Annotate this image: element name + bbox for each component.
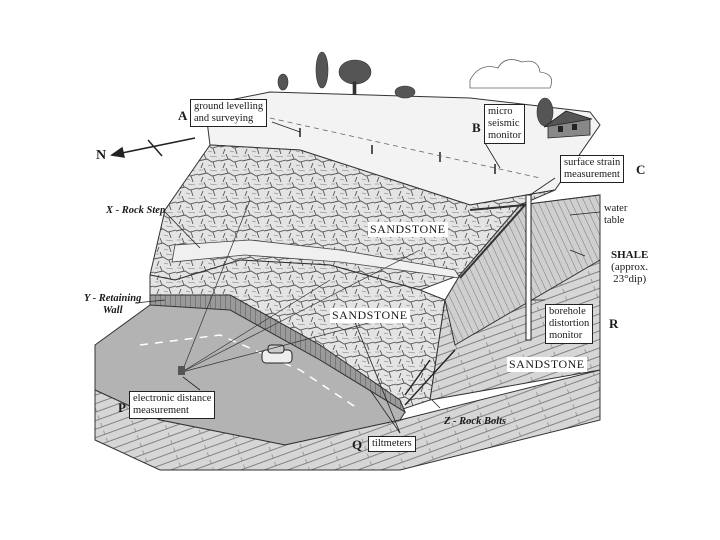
car-icon — [261, 344, 293, 364]
label-p: P — [118, 400, 126, 415]
micro-seismic-box: micro seismic monitor — [484, 104, 526, 144]
sandstone-lower-label: SANDSTONE — [507, 357, 587, 372]
sandstone-middle-label: SANDSTONE — [330, 308, 410, 323]
water-table-line2: table — [604, 215, 625, 226]
label-r: R — [609, 316, 619, 331]
borehole-box: borehole distortion monitor — [545, 304, 594, 344]
house-icon — [543, 110, 593, 139]
north-arrow-icon — [110, 137, 196, 158]
ground-levelling-box: ground levelling and surveying — [190, 99, 268, 127]
shale-dip-line2: 23°dip) — [613, 273, 647, 285]
water-table-line1: water — [604, 203, 628, 214]
label-q: Q — [352, 437, 363, 452]
sandstone-upper-label: SANDSTONE — [368, 222, 448, 237]
tiltmeters-box: tiltmeters — [368, 436, 416, 452]
label-b: B — [472, 120, 481, 135]
survey-markers — [299, 128, 496, 174]
trees-icon — [277, 51, 554, 127]
cloud-icon — [469, 59, 553, 89]
rock-step-label: X - Rock Step — [106, 205, 166, 216]
shale-band — [444, 194, 601, 346]
rock-bolts — [404, 349, 456, 406]
edm-box: electronic distance measurement — [129, 391, 216, 419]
retaining-wall-line1: Y - Retaining — [84, 293, 142, 304]
label-a: A — [178, 108, 188, 123]
surface-strain-box: surface strain measurement — [560, 155, 625, 183]
label-c: C — [636, 162, 646, 177]
retaining-wall-line2: Wall — [102, 305, 123, 316]
shale-dip-line1: (approx. — [611, 261, 649, 273]
borehole — [525, 194, 532, 341]
shale-title: SHALE — [611, 249, 649, 261]
water-table-label: water table — [604, 203, 627, 227]
shale-label: SHALE (approx. 23°dip) — [611, 249, 648, 285]
north-label: N — [96, 148, 107, 163]
edm-sight-lines — [181, 199, 421, 373]
base-block — [94, 369, 601, 471]
edm-station — [178, 366, 185, 375]
rock-bolts-label: Z - Rock Bolts — [444, 416, 507, 427]
retaining-wall-label: Y - Retaining Wall — [84, 293, 141, 317]
leader-lines — [134, 121, 601, 434]
